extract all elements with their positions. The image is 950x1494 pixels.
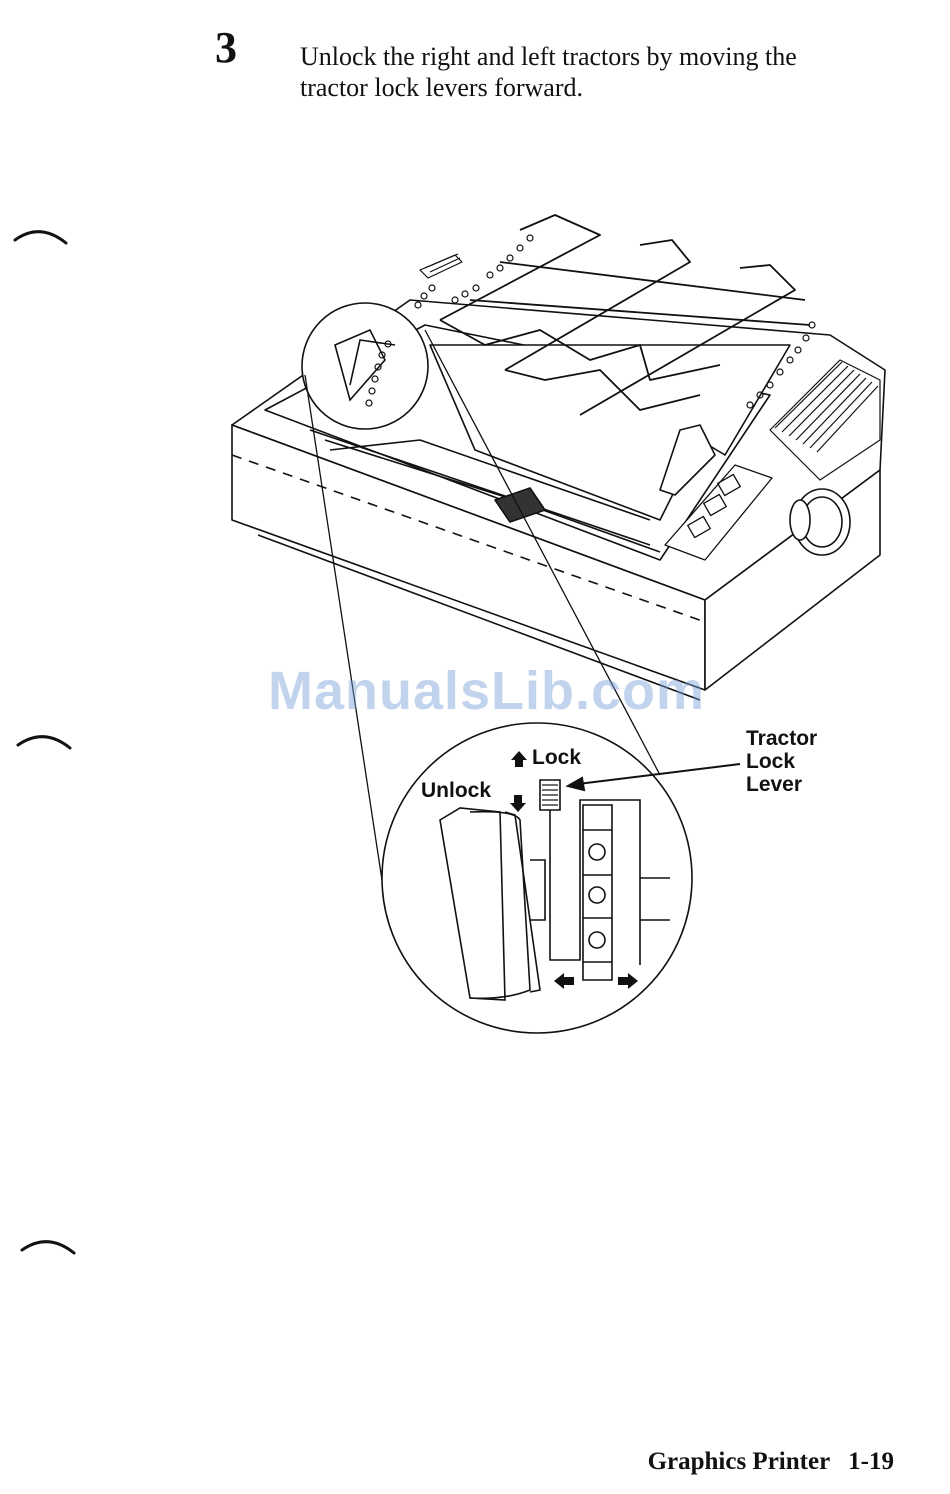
binder-marks	[15, 232, 74, 1253]
binder-mark-top	[15, 232, 66, 243]
label-tractor-lock-lever: Tractor Lock Lever	[746, 727, 817, 796]
watermark: ManualsLib.com	[268, 660, 705, 722]
vent-grille-left	[420, 254, 462, 278]
label-lock: Lock	[532, 746, 581, 769]
page-footer: Graphics Printer 1-19	[648, 1448, 894, 1476]
binder-mark-middle	[18, 737, 70, 748]
magnified-tractor-detail	[382, 723, 692, 1033]
label-lock-word: Lock	[746, 750, 817, 773]
tractor-pin-belt	[583, 805, 612, 980]
paper-feed-holes-left	[415, 235, 533, 308]
footer-title: Graphics Printer	[648, 1448, 831, 1475]
label-lever: Lever	[746, 773, 817, 796]
binder-mark-bottom	[22, 1242, 74, 1253]
label-unlock: Unlock	[421, 779, 491, 802]
page-number: 1-19	[848, 1448, 894, 1475]
zoom-source-circle	[302, 303, 428, 429]
label-tractor: Tractor	[746, 727, 817, 750]
printer-illustration	[232, 215, 885, 700]
